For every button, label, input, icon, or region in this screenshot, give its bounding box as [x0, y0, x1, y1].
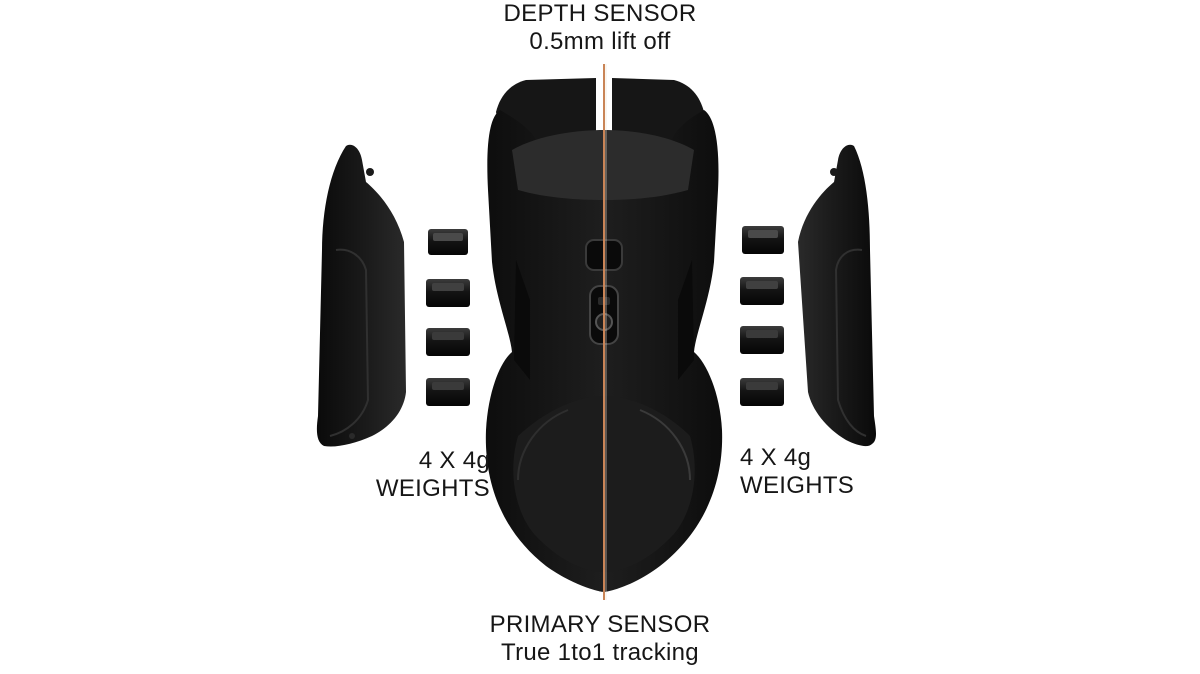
weight-block-icon	[740, 277, 784, 305]
weight-block-icon	[740, 378, 784, 406]
primary-sensor-title: PRIMARY SENSOR	[489, 611, 711, 638]
right-side-panel	[798, 144, 876, 447]
weights-left-name: WEIGHTS	[375, 475, 490, 503]
primary-sensor-detail: True 1to1 tracking	[501, 639, 699, 667]
weights-right-name: WEIGHTS	[740, 472, 855, 500]
right-weights	[740, 226, 784, 406]
weights-left-label: 4 X 4g WEIGHTS	[300, 447, 490, 504]
weight-block-icon	[742, 226, 784, 254]
weight-block-icon	[426, 328, 470, 356]
weight-block-icon	[426, 378, 470, 406]
depth-sensor-detail: 0.5mm lift off	[529, 28, 671, 56]
primary-sensor-label: PRIMARY SENSOR True 1to1 tracking	[430, 611, 770, 668]
left-side-panel	[316, 144, 406, 447]
weight-block-icon	[740, 326, 784, 354]
mouse-body	[485, 78, 723, 592]
depth-sensor-title: DEPTH SENSOR	[503, 0, 697, 27]
weights-left-count: 4 X 4g	[418, 447, 490, 474]
depth-sensor-label: DEPTH SENSOR 0.5mm lift off	[450, 0, 750, 57]
weight-block-icon	[428, 229, 468, 255]
left-weights	[426, 229, 470, 406]
weight-block-icon	[426, 279, 470, 307]
weights-right-count: 4 X 4g	[740, 444, 812, 471]
weights-right-label: 4 X 4g WEIGHTS	[740, 444, 900, 501]
